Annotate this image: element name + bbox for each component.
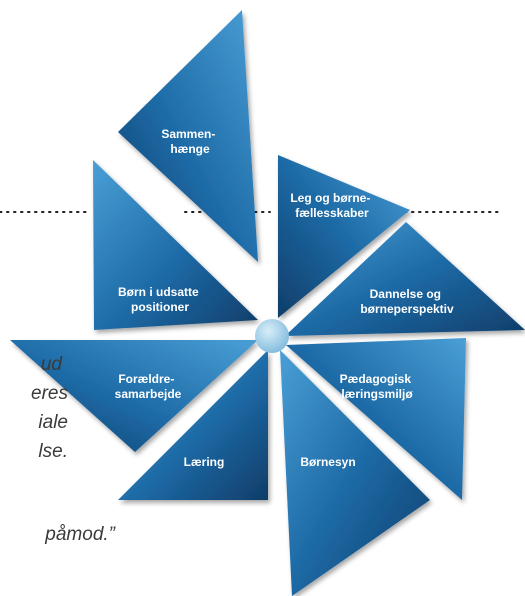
quote-line-3: iale <box>38 412 68 433</box>
blade-sammenhaenge <box>118 10 258 262</box>
label-udsatte: Børn i udsatte positioner <box>118 285 202 314</box>
quote-line-1: ud <box>40 354 62 375</box>
blade-dannelse <box>285 222 525 336</box>
label-sammenhaenge: Sammen- hænge <box>161 127 218 156</box>
label-leg: Leg og børne- fællesskaber <box>290 191 373 220</box>
center-hub <box>255 319 289 353</box>
label-paedagogisk: Pædagogisk læringsmiljø <box>340 372 415 401</box>
blade-laering <box>118 350 268 500</box>
blade-leg <box>278 155 410 318</box>
quote-line-5: påmod.” <box>45 524 115 545</box>
blade-bornesyn <box>280 350 430 596</box>
label-dannelse: Dannelse og børneperspektiv <box>360 287 454 316</box>
blade-udsatte <box>93 160 258 330</box>
label-foraeldre: Forældre- samarbejde <box>115 372 182 401</box>
blade-foraeldre <box>10 340 258 452</box>
blade-paedagogisk <box>286 338 466 500</box>
quote-line-4: lse. <box>38 441 68 462</box>
label-bornesyn: Børnesyn <box>300 455 355 469</box>
label-laering: Læring <box>184 455 225 469</box>
quote-line-2: eres <box>31 383 68 404</box>
